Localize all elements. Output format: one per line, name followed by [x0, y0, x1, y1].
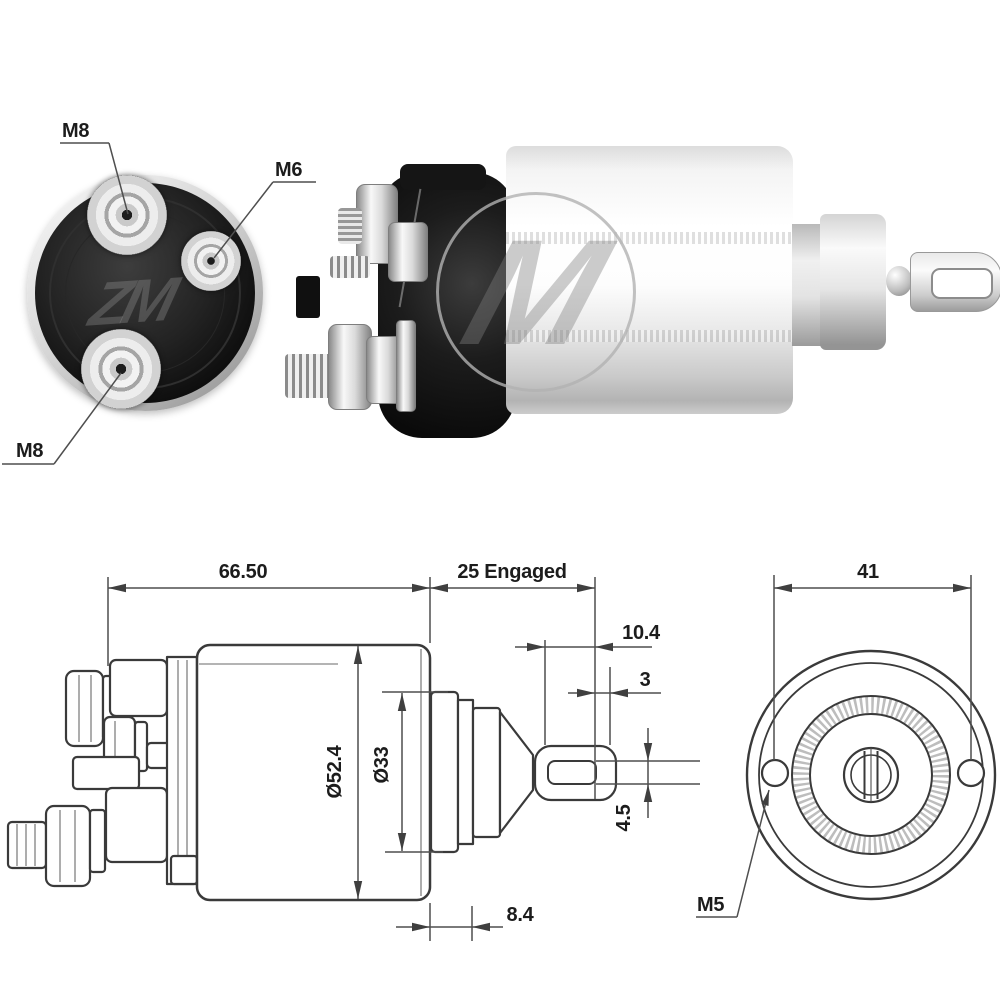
terminal-m6-side [181, 231, 241, 291]
dimension-hole-height: 4.5 [596, 728, 700, 831]
stud-nut-upper-2 [388, 222, 428, 282]
black-connector-tab [296, 276, 320, 318]
brand-watermark-circle: M [436, 192, 636, 392]
dimension-tip: 3 [568, 667, 661, 745]
dim-text-hole-spacing: 41 [857, 561, 879, 583]
front-neck [792, 224, 822, 346]
front-view-circles [745, 649, 997, 901]
dimension-body-length: 66.50 25 Engaged [107, 561, 596, 799]
terminal-m8-top [87, 175, 167, 255]
dim-text-engaged: 25 Engaged [457, 561, 566, 583]
drawing-solenoid-body [195, 643, 432, 902]
housing-top-detail [400, 164, 486, 190]
dim-text-front-diameter: Ø33 [371, 746, 393, 783]
dim-text-tip: 3 [640, 669, 651, 691]
terminal-label-text: M8 [16, 440, 43, 462]
dimension-front-diameter: Ø33 [371, 691, 448, 853]
mount-hole-right [956, 758, 986, 788]
end-view-photo: ZM [27, 175, 263, 411]
dimension-clevis-depth: 10.4 [515, 622, 661, 745]
plunger-clevis-slot [931, 268, 993, 299]
stud-thread-upper [338, 208, 362, 244]
stud-thread-upper-2 [330, 256, 370, 278]
terminal-label-text: M8 [62, 120, 89, 142]
plunger-ball-joint [886, 266, 912, 296]
terminal-m8-bottom [81, 329, 161, 409]
stud-nut-lower [328, 324, 372, 410]
drawing-front-plunger [429, 690, 618, 854]
dimension-body-diameter: Ø52.4 [324, 646, 363, 899]
label-mounting-thread: M5 [696, 789, 770, 918]
drawing-terminal-studs [6, 655, 199, 888]
side-elevation-drawing: 66.50 25 Engaged 10.4 3 [6, 561, 700, 941]
dimension-hole-spacing: 41 [773, 561, 972, 760]
dim-text-body-diameter: Ø52.4 [324, 744, 346, 798]
dimension-boss-length: 8.4 [396, 903, 535, 941]
stud-washer-lower [396, 320, 416, 412]
front-boss-cylinder [820, 214, 886, 350]
dim-text-hole-height: 4.5 [613, 804, 635, 831]
dim-text-clevis-depth: 10.4 [622, 622, 661, 644]
front-view-drawing: 41 M5 [696, 561, 997, 918]
mounting-thread-text: M5 [697, 894, 724, 916]
dim-text-boss-length: 8.4 [507, 904, 535, 926]
stud-thread-lower [285, 354, 333, 398]
side-view-photo: M [285, 140, 1000, 470]
dim-text-body-length: 66.50 [219, 561, 268, 583]
mount-hole-left [760, 758, 790, 788]
